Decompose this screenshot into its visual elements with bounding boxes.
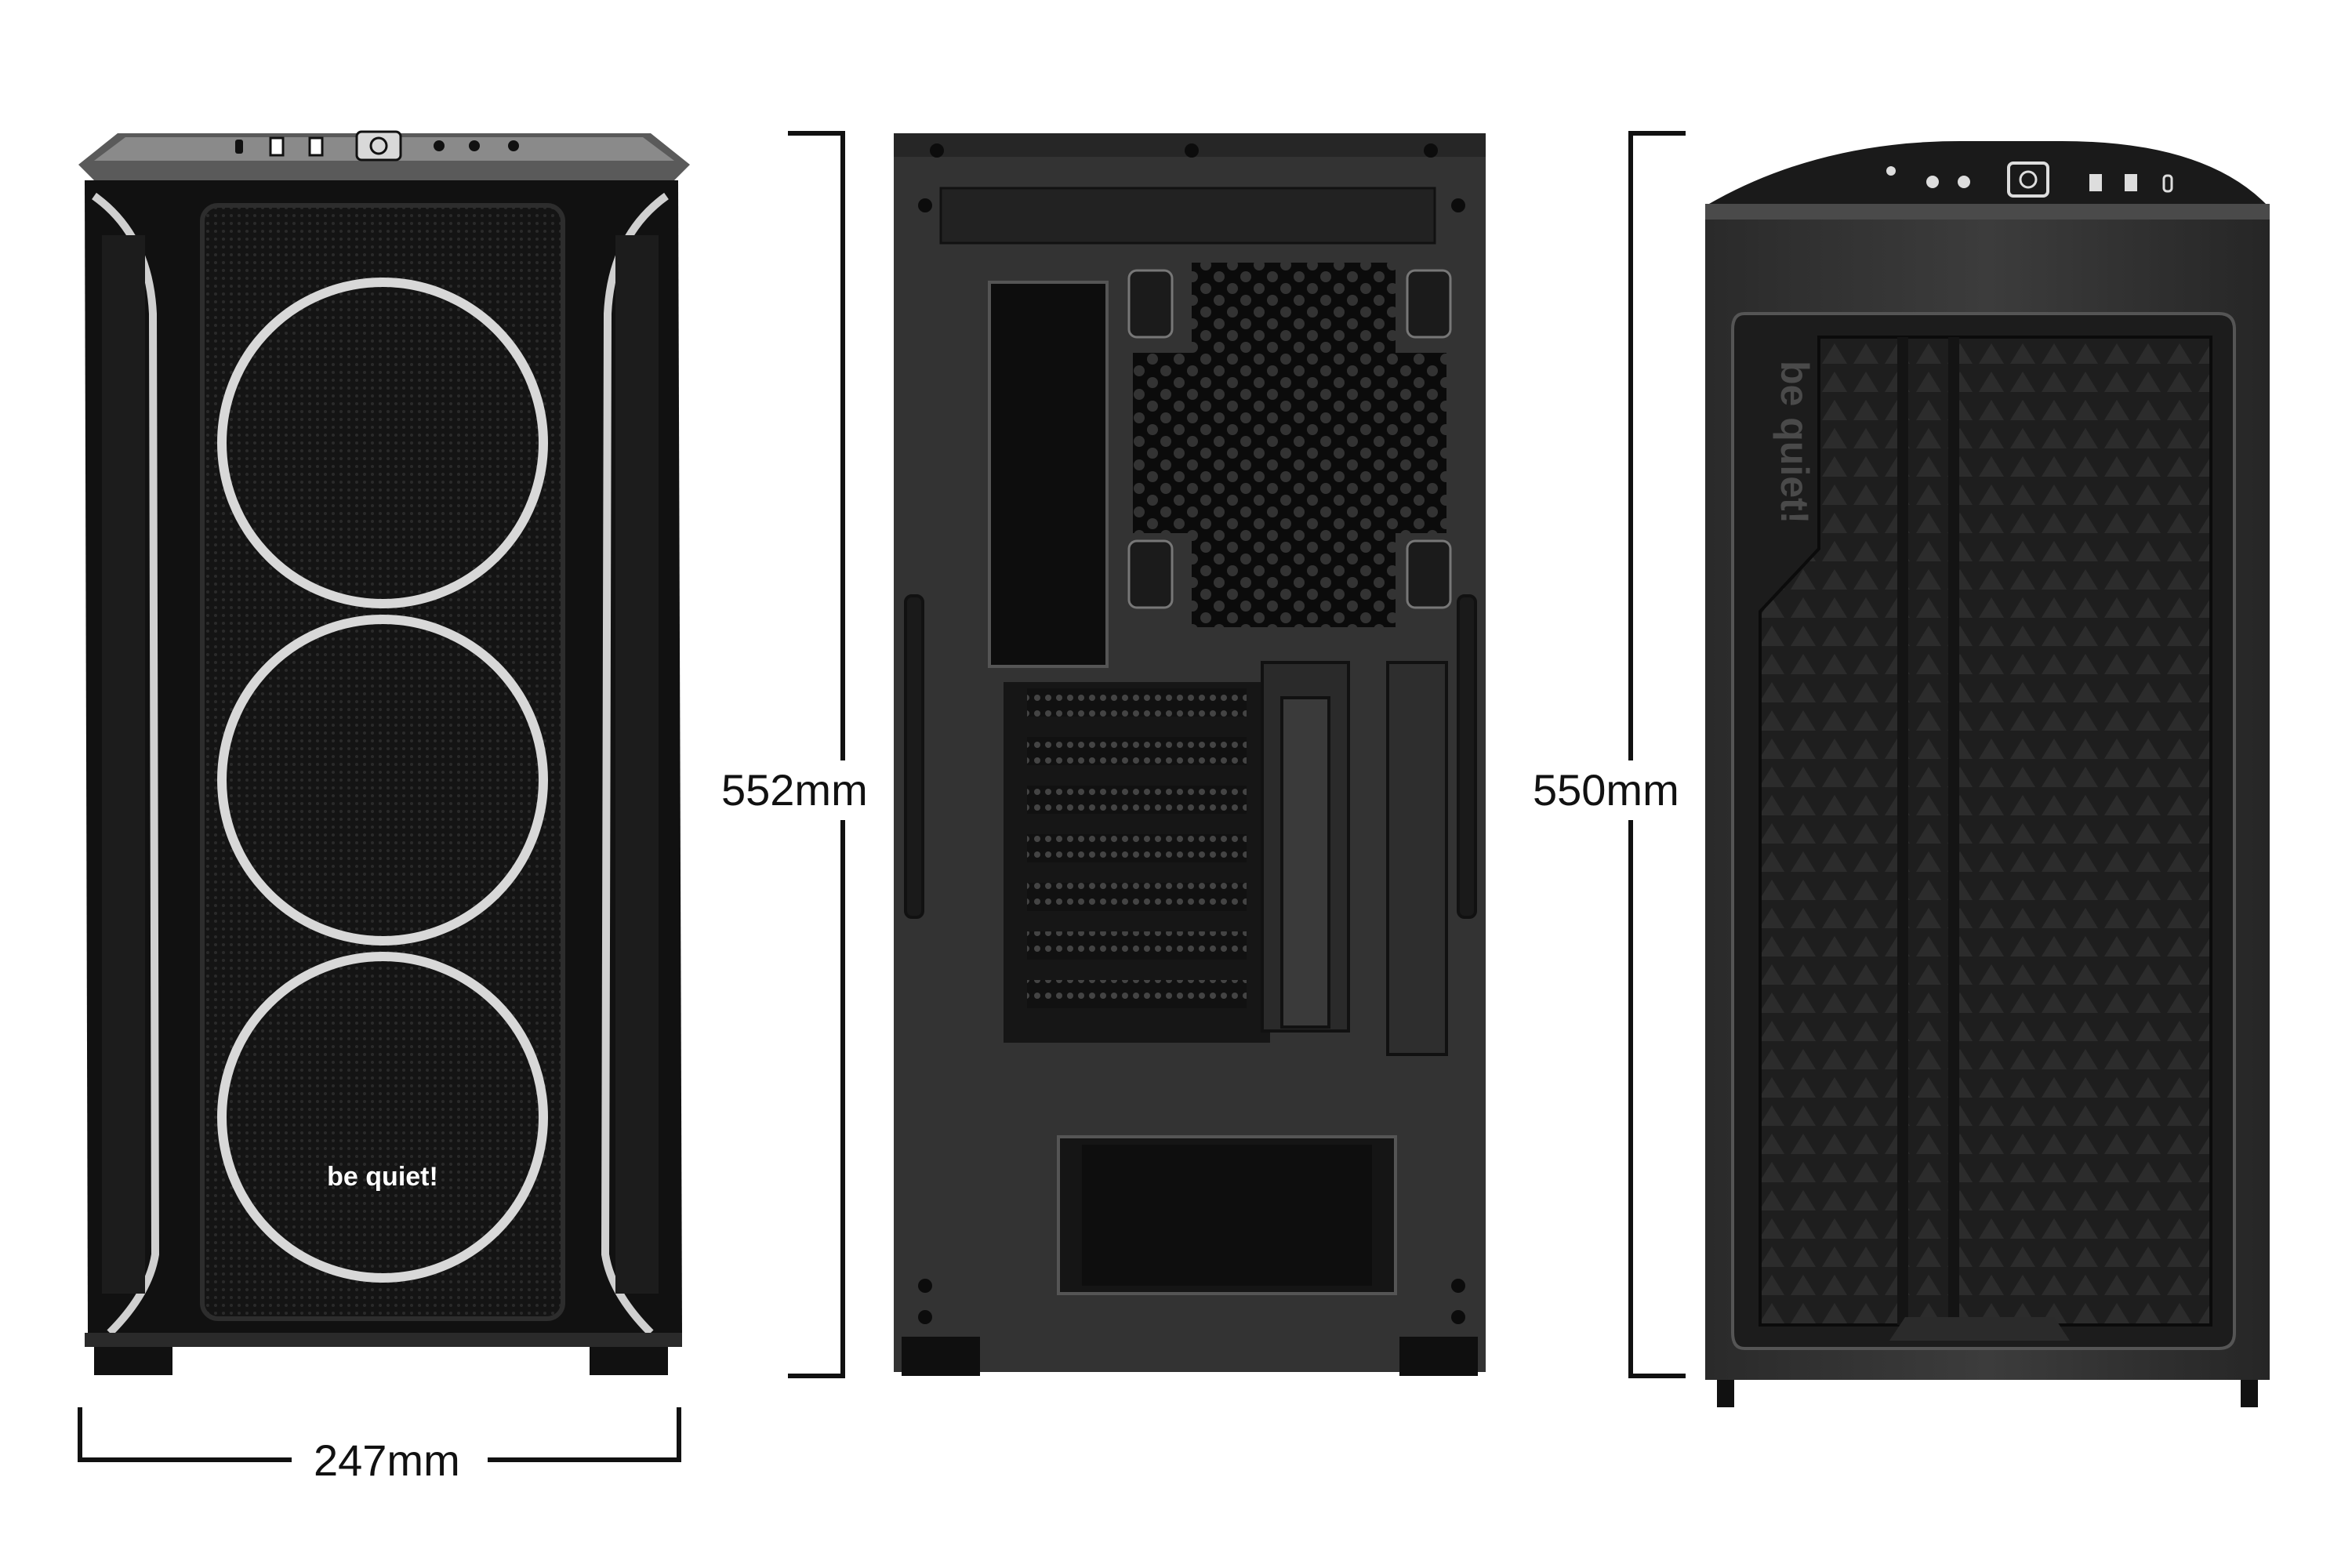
usb-port-icon — [269, 136, 285, 157]
rear-side-handle — [1457, 594, 1477, 919]
front-fan-ring — [217, 952, 548, 1283]
front-view: be quiet! — [78, 130, 690, 1375]
usb-port-icon — [308, 136, 324, 157]
power-icon — [2019, 170, 2038, 189]
expansion-slot — [1027, 931, 1247, 960]
side-logo: be quiet! — [1773, 361, 1817, 524]
front-fan-ring — [217, 615, 548, 946]
expansion-slot — [1027, 786, 1247, 814]
rear-foot — [1399, 1337, 1478, 1376]
reset-button[interactable] — [434, 140, 445, 151]
front-left-light-strip — [92, 192, 160, 1336]
expansion-slots — [1004, 682, 1270, 1043]
front-mesh-panel — [200, 203, 565, 1321]
expansion-slot — [1027, 737, 1247, 765]
usb-c-port-icon — [2162, 174, 2173, 193]
front-right-light-strip — [601, 192, 669, 1336]
power-icon — [369, 136, 388, 155]
side-mesh-panel — [1759, 336, 2212, 1327]
rear-height-dimension-line — [788, 131, 845, 1378]
audio-jack-icon — [508, 140, 519, 151]
rear-io-cutout — [988, 281, 1109, 668]
side-io-panel — [1886, 162, 2173, 198]
mic-jack-icon — [1886, 166, 1896, 176]
expansion-slot — [1027, 834, 1247, 862]
audio-jack-icon — [1926, 176, 1939, 188]
front-foot — [94, 1347, 172, 1375]
width-dimension-label: 247mm — [306, 1439, 468, 1483]
rear-view — [894, 133, 1486, 1376]
audio-jack-icon — [1958, 176, 1970, 188]
expansion-slot — [1027, 688, 1247, 717]
side-foot — [1717, 1380, 1734, 1407]
side-view: be quiet! — [1705, 141, 2270, 1407]
usb-port-icon — [2089, 174, 2102, 191]
usb-port-icon — [235, 140, 243, 154]
expansion-slot — [1027, 883, 1247, 911]
rear-side-handle — [904, 594, 924, 919]
front-io-panel — [235, 130, 519, 162]
width-dimension-line — [78, 1407, 681, 1462]
expansion-slot — [1027, 980, 1247, 1008]
rear-fan-grille — [1133, 263, 1446, 627]
side-height-dimension-label: 550mm — [1533, 760, 1679, 820]
side-foot — [2241, 1380, 2258, 1407]
audio-jack-icon — [469, 140, 480, 151]
side-height-dimension-line — [1628, 131, 1686, 1378]
usb-port-icon — [2125, 174, 2137, 191]
rear-height-dimension-label: 552mm — [721, 760, 868, 820]
front-foot — [590, 1347, 668, 1375]
power-button[interactable] — [2007, 162, 2049, 198]
rear-foot — [902, 1337, 980, 1376]
front-fan-ring — [217, 278, 548, 608]
front-logo: be quiet! — [327, 1162, 438, 1192]
side-top-cap — [1709, 141, 2266, 204]
power-button[interactable] — [355, 130, 402, 162]
